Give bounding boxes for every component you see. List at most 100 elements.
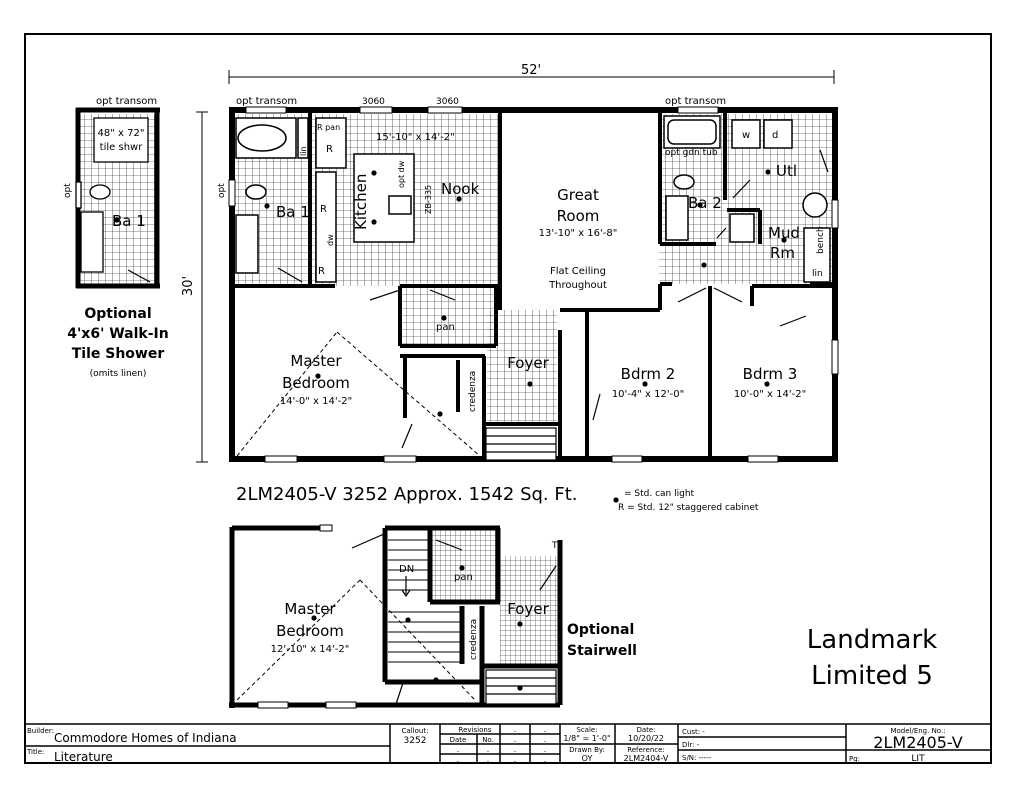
r-pan-label: R pan [317,123,340,132]
cabinet-r-3: R [318,266,325,277]
opt-garden-tub-label: opt gdn tub [665,148,718,158]
washer-label: w [742,130,750,141]
stair-credenza-label: credenza [469,619,479,660]
cabinet-r-1: R [326,144,333,155]
mud-room-label-2: Rm [770,244,795,262]
dishwasher-label: dw [326,234,335,246]
svg-text:.: . [514,745,517,754]
great-room-label-2: Room [557,207,600,225]
stair-foyer-label: Foyer [507,600,549,618]
optional-shower-title-1: Optional [84,306,151,322]
cust-field: Cust: - [682,728,705,736]
svg-text:.: . [514,725,517,734]
date-value: 10/20/22 [628,734,664,743]
bdrm2-label: Bdrm 2 [621,365,676,383]
stair-down-label: DN [399,564,414,575]
optional-shower-note: (omits linen) [90,369,147,379]
windows [228,106,839,463]
width-dimension: 52' [521,63,541,78]
ba2-label: Ba 2 [688,194,722,212]
svg-text:.: . [514,755,517,764]
builder-value: Commodore Homes of Indiana [54,731,237,745]
stair-th-label: Th [551,541,563,551]
model-value: 2LM2405-V [873,733,962,752]
reference-label: Reference: [627,746,665,754]
title-label: Title: [26,748,44,756]
date-label: Date: [636,726,655,734]
callout-label: Callout: [402,727,429,735]
stair-pantry-label: pan [454,572,473,583]
svg-text:.: . [544,735,547,744]
callout-value: 3252 [404,736,427,746]
sn-field: S/N: ----- [682,754,712,762]
legend-can-light: = Std. can light [624,489,695,499]
great-room-label: Great [557,186,599,204]
kitchen-label: Kitchen [352,174,370,230]
svg-text:.: . [487,755,490,764]
opt-window-label: opt [217,183,227,198]
ba1-label: Ba 1 [276,203,310,221]
optional-shower-title-2: 4'x6' Walk-In [67,326,168,342]
svg-text:.: . [514,735,517,744]
bdrm3-label: Bdrm 3 [743,365,798,383]
mud-room-label: Mud [768,224,800,242]
linen-2-label: lin [812,269,823,279]
master-bedroom-label-2: Bedroom [282,374,350,392]
drawn-by-value: OY [582,754,593,763]
flat-ceiling-note-2: Throughout [548,280,607,291]
stair-treads [388,539,460,663]
ba1-alt-label: Ba 1 [112,212,146,230]
opt-transom-right-label: opt transom [665,96,726,107]
foyer-label: Foyer [507,354,549,372]
opt-transom-label: opt transom [236,96,297,107]
scale-label: Scale: [576,726,597,734]
great-room-size: 13'-10" x 16'-8" [539,228,618,239]
tile-shower-label: tile shwr [100,142,144,153]
dryer-label: d [772,130,778,141]
cabinet-r-2: R [320,204,327,215]
dlr-field: Dlr: - [682,741,700,749]
optional-shower-title-3: Tile Shower [72,346,165,362]
brand-line-2: Limited 5 [811,661,933,691]
builder-label: Builder: [27,727,54,735]
drawn-by-label: Drawn By: [569,746,605,754]
interior-walls [232,112,835,462]
model-line: 2LM2405-V 3252 Approx. 1542 Sq. Ft. [236,484,578,505]
bdrm3-size: 10'-0" x 14'-2" [734,389,806,400]
vault-lines [236,331,481,457]
window-3060-a: 3060 [362,97,385,107]
nook-label: Nook [441,180,480,198]
reference-value: 2LM2404-V [624,754,669,763]
sheet-border [24,33,992,764]
master-bedroom-label: Master [290,352,342,370]
kitchen-size: 15'-10" x 14'-2" [376,132,455,143]
stair-master-size: 12'-10" x 14'-2" [271,644,350,655]
brand-line-1: Landmark [807,625,937,655]
scale-value: 1/8" = 1'-0" [563,734,610,743]
legend-cabinet: R = Std. 12" staggered cabinet [618,503,759,513]
revisions-label: Revisions [459,726,492,734]
entry-steps [485,427,557,461]
revision-date-label: Date [450,736,467,744]
title-block-lines [25,723,991,763]
svg-text:.: . [487,745,490,754]
depth-dimension: 30' [181,276,196,296]
linen-label: lin [299,146,308,156]
svg-text:.: . [544,755,547,764]
stair-master-label-2: Bedroom [276,622,344,640]
credenza-label: credenza [468,371,478,412]
opt-window-ba1-label: opt [63,183,73,198]
labels: 52' 30' opt transom opt transom opt tran… [26,63,963,764]
window-3060-b: 3060 [436,97,459,107]
bench-label: bench [816,226,826,254]
stairwell-tile [430,530,558,666]
svg-text:.: . [544,745,547,754]
opt-dishwasher-label: opt dw [397,160,406,188]
utl-label: Utl [776,162,797,180]
pantry-label: pan [436,322,455,333]
svg-text:.: . [457,755,460,764]
dimension-lines [196,70,835,463]
opt-transom-shower-label: opt transom [96,96,157,107]
optional-shower-walls [75,107,160,289]
